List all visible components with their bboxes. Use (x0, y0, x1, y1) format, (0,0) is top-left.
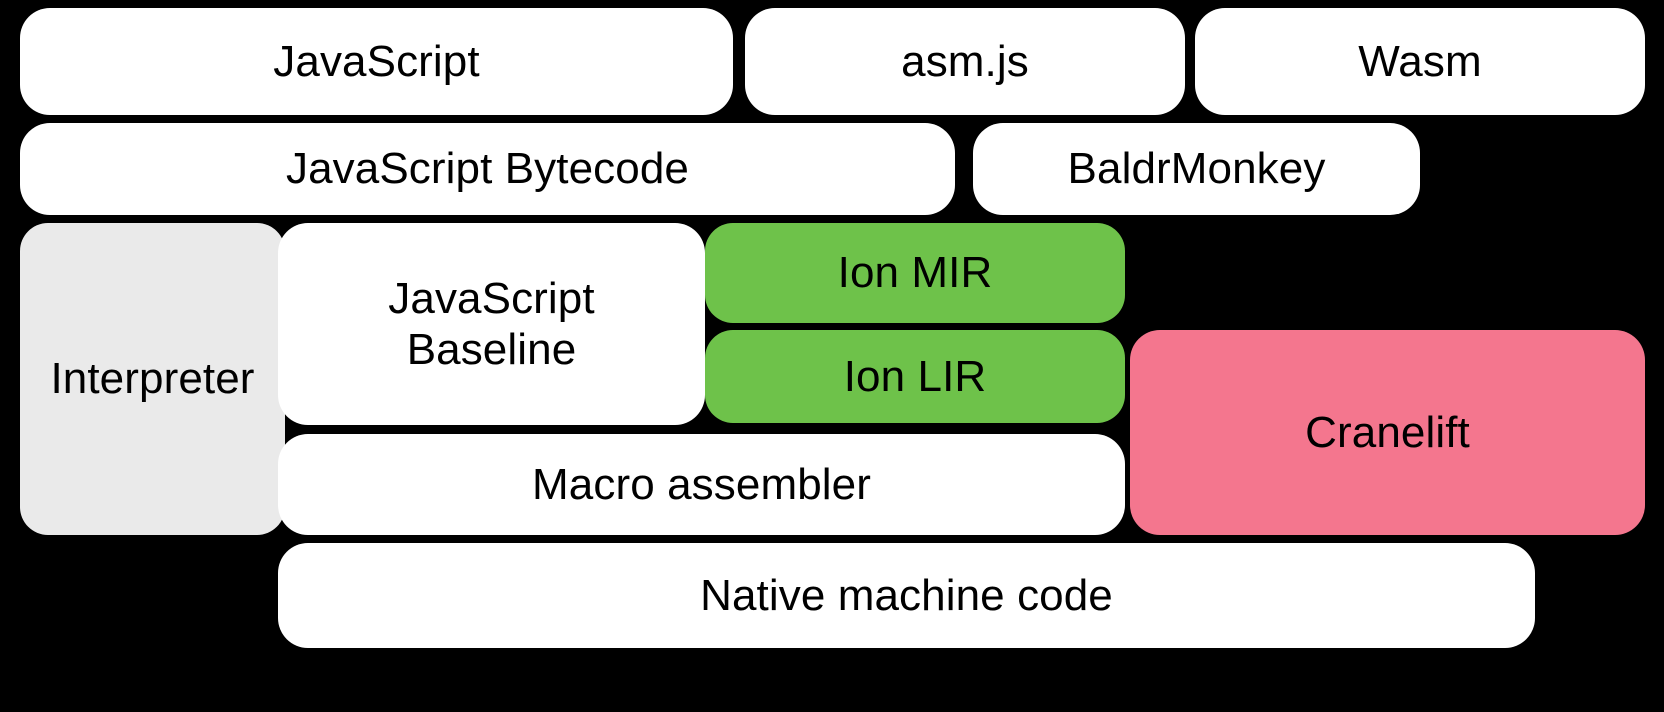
box-ion-lir: Ion LIR (705, 330, 1125, 423)
box-javascript-baseline: JavaScript Baseline (278, 223, 705, 425)
box-wasm: Wasm (1195, 8, 1645, 115)
box-macro-assembler: Macro assembler (278, 434, 1125, 535)
box-javascript-bytecode: JavaScript Bytecode (20, 123, 955, 215)
box-asmjs: asm.js (745, 8, 1185, 115)
box-ion-mir: Ion MIR (705, 223, 1125, 323)
box-native-machine-code: Native machine code (278, 543, 1535, 648)
box-interpreter: Interpreter (20, 223, 285, 535)
box-javascript: JavaScript (20, 8, 733, 115)
box-cranelift: Cranelift (1130, 330, 1645, 535)
box-baldrmonkey: BaldrMonkey (973, 123, 1420, 215)
